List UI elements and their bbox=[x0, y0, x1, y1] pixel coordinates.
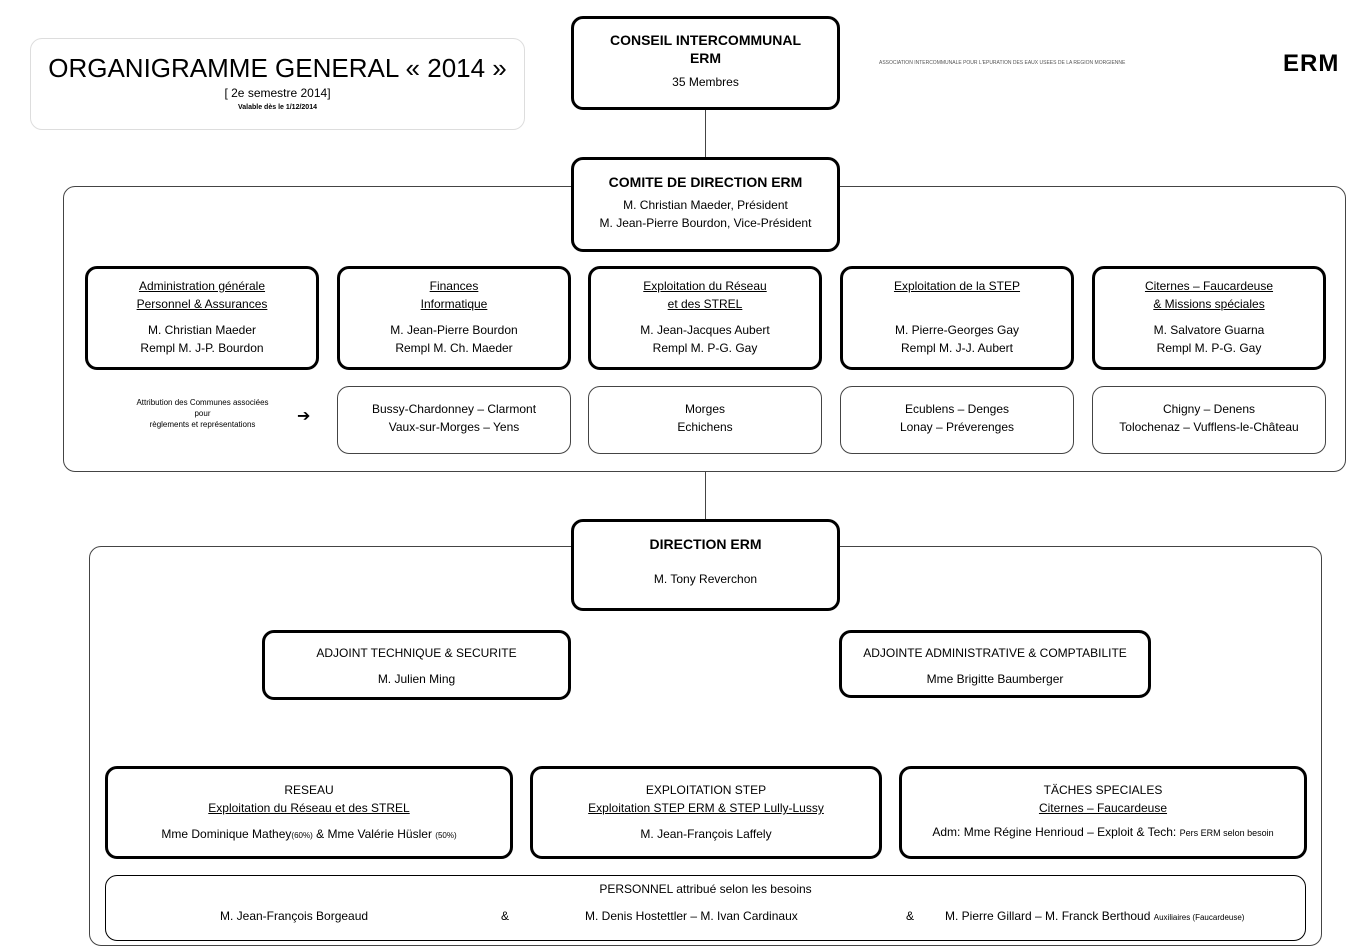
commune-line: Lonay – Préverenges bbox=[899, 420, 1015, 434]
commune-box: Ecublens – Denges Lonay – Préverenges bbox=[840, 386, 1074, 454]
department-heading: Personnel & Assurances bbox=[136, 297, 268, 311]
personnel-member: M. Pierre Gillard – M. Franck Berthoud A… bbox=[945, 907, 1244, 927]
department-box: Citernes – Faucardeuse & Missions spécia… bbox=[1092, 266, 1326, 370]
taches-staff: Adm: Mme Régine Henrioud – Exploit & Tec… bbox=[902, 825, 1304, 840]
commune-line: Vaux-sur-Morges – Yens bbox=[388, 420, 520, 434]
department-heading: Exploitation de la STEP bbox=[893, 279, 1021, 293]
connector-conseil-comite bbox=[705, 108, 706, 160]
direction-person: M. Tony Reverchon bbox=[653, 572, 758, 586]
conseil-intercommunal-box: CONSEIL INTERCOMMUNAL ERM 35 Membres bbox=[571, 16, 840, 110]
conseil-members: 35 Membres bbox=[672, 75, 739, 89]
attribution-note: Attribution des Communes associées pour … bbox=[95, 397, 310, 430]
comite-vice-president: M. Jean-Pierre Bourdon, Vice-Président bbox=[599, 216, 812, 230]
commune-line: Echichens bbox=[677, 420, 733, 434]
commune-line: Chigny – Denens bbox=[1162, 402, 1256, 416]
reseau-person: Mme Valérie Hüsler bbox=[327, 827, 432, 841]
personnel-member: M. Denis Hostettler – M. Ivan Cardinaux bbox=[585, 909, 798, 923]
commune-box: Chigny – Denens Tolochenaz – Vufflens-le… bbox=[1092, 386, 1326, 454]
department-heading: Administration générale bbox=[138, 279, 266, 293]
commune-box: Bussy-Chardonney – Clarmont Vaux-sur-Mor… bbox=[337, 386, 571, 454]
department-head: M. Pierre-Georges Gay bbox=[894, 323, 1020, 337]
validity-note: Valable dès le 1/12/2014 bbox=[237, 104, 317, 111]
page-subtitle: [ 2e semestre 2014] bbox=[224, 86, 331, 100]
comite-president: M. Christian Maeder, Président bbox=[623, 198, 788, 212]
department-heading: Citernes – Faucardeuse bbox=[1144, 279, 1274, 293]
connector-comite-direction bbox=[705, 470, 706, 522]
ampersand: & bbox=[906, 909, 915, 923]
conseil-subtitle: ERM bbox=[689, 50, 722, 66]
commune-line: Ecublens – Denges bbox=[904, 402, 1010, 416]
department-deputy: Rempl M. J-P. Bourdon bbox=[140, 341, 264, 355]
title-box: ORGANIGRAMME GENERAL « 2014 » [ 2e semes… bbox=[30, 38, 525, 130]
commune-box: Morges Echichens bbox=[588, 386, 822, 454]
department-head: M. Christian Maeder bbox=[147, 323, 257, 337]
exploitation-step-box: EXPLOITATION STEP Exploitation STEP ERM … bbox=[530, 766, 882, 859]
department-deputy: Rempl M. Ch. Maeder bbox=[395, 341, 513, 355]
conseil-title: CONSEIL INTERCOMMUNAL bbox=[609, 32, 802, 48]
personnel-member: M. Jean-François Borgeaud bbox=[220, 909, 369, 923]
commune-line: Bussy-Chardonney – Clarmont bbox=[371, 402, 537, 416]
department-heading: et des STREL bbox=[667, 297, 743, 311]
page-title: ORGANIGRAMME GENERAL « 2014 » bbox=[48, 53, 507, 83]
department-heading: Finances bbox=[429, 279, 479, 293]
association-name: ASSOCIATION INTERCOMMUNALE POUR L'EPURAT… bbox=[879, 60, 1126, 66]
step-person: M. Jean-François Laffely bbox=[640, 827, 772, 841]
department-heading: Informatique bbox=[420, 297, 488, 311]
attribution-line: Attribution des Communes associées bbox=[136, 398, 269, 407]
reseau-person: Mme Dominique Mathey bbox=[161, 827, 292, 841]
commune-line: Morges bbox=[684, 402, 725, 416]
taches-subtitle: Citernes – Faucardeuse bbox=[1038, 801, 1168, 815]
department-head: M. Jean-Jacques Aubert bbox=[640, 323, 770, 337]
adjointe-administrative-box: ADJOINTE ADMINISTRATIVE & COMPTABILITE M… bbox=[839, 630, 1151, 698]
direction-title: DIRECTION ERM bbox=[649, 536, 762, 552]
erm-logo: ERM bbox=[1283, 50, 1340, 77]
ampersand: & bbox=[501, 909, 510, 923]
reseau-subtitle: Exploitation du Réseau et des STREL bbox=[208, 801, 410, 815]
personnel-member-note: Auxiliaires (Faucardeuse) bbox=[1153, 913, 1245, 922]
personnel-member-name: M. Pierre Gillard – M. Franck Berthoud bbox=[945, 909, 1151, 923]
comite-direction-box: COMITE DE DIRECTION ERM M. Christian Mae… bbox=[571, 157, 840, 252]
taches-title: TÄCHES SPECIALES bbox=[1043, 783, 1163, 797]
ampersand: & bbox=[316, 827, 325, 841]
taches-line: Adm: Mme Régine Henrioud – Exploit & Tec… bbox=[932, 825, 1180, 839]
personnel-title: PERSONNEL attribué selon les besoins bbox=[599, 882, 812, 896]
department-box: Exploitation du Réseau et des STREL M. J… bbox=[588, 266, 822, 370]
taches-speciales-box: TÄCHES SPECIALES Citernes – Faucardeuse … bbox=[899, 766, 1307, 859]
adjointe-administrative-person: Mme Brigitte Baumberger bbox=[926, 672, 1064, 686]
department-box: Finances Informatique M. Jean-Pierre Bou… bbox=[337, 266, 571, 370]
adjoint-technique-title: ADJOINT TECHNIQUE & SECURITE bbox=[316, 646, 517, 660]
taches-line-small: Pers ERM selon besoin bbox=[1179, 828, 1274, 838]
direction-box: DIRECTION ERM M. Tony Reverchon bbox=[571, 519, 840, 611]
adjoint-technique-person: M. Julien Ming bbox=[377, 672, 456, 686]
attribution-line: règlements et représentations bbox=[149, 420, 256, 429]
arrow-right-icon: ➔ bbox=[297, 408, 311, 425]
department-head: M. Jean-Pierre Bourdon bbox=[390, 323, 518, 337]
step-subtitle: Exploitation STEP ERM & STEP Lully-Lussy bbox=[588, 801, 824, 815]
adjointe-administrative-title: ADJOINTE ADMINISTRATIVE & COMPTABILITE bbox=[863, 646, 1127, 660]
department-head: M. Salvatore Guarna bbox=[1153, 323, 1265, 337]
department-heading: Exploitation du Réseau bbox=[643, 279, 767, 293]
step-title: EXPLOITATION STEP bbox=[645, 783, 767, 797]
department-box: Administration générale Personnel & Assu… bbox=[85, 266, 319, 370]
attribution-line: pour bbox=[194, 409, 211, 418]
personnel-box: PERSONNEL attribué selon les besoins bbox=[105, 875, 1306, 941]
commune-line: Tolochenaz – Vufflens-le-Château bbox=[1119, 420, 1299, 434]
comite-title: COMITE DE DIRECTION ERM bbox=[608, 174, 803, 190]
adjoint-technique-box: ADJOINT TECHNIQUE & SECURITE M. Julien M… bbox=[262, 630, 571, 700]
department-deputy: Rempl M. J-J. Aubert bbox=[900, 341, 1014, 355]
reseau-staff: Mme Dominique Mathey(60%) & Mme Valérie … bbox=[108, 825, 510, 845]
reseau-box: RESEAU Exploitation du Réseau et des STR… bbox=[105, 766, 513, 859]
department-heading bbox=[843, 295, 1071, 313]
department-deputy: Rempl M. P-G. Gay bbox=[1156, 341, 1262, 355]
department-heading: & Missions spéciales bbox=[1153, 297, 1265, 311]
department-deputy: Rempl M. P-G. Gay bbox=[652, 341, 758, 355]
reseau-percentage: (50%) bbox=[435, 831, 457, 840]
reseau-title: RESEAU bbox=[284, 783, 334, 797]
department-box: Exploitation de la STEP M. Pierre-George… bbox=[840, 266, 1074, 370]
reseau-percentage: (60%) bbox=[291, 831, 313, 840]
